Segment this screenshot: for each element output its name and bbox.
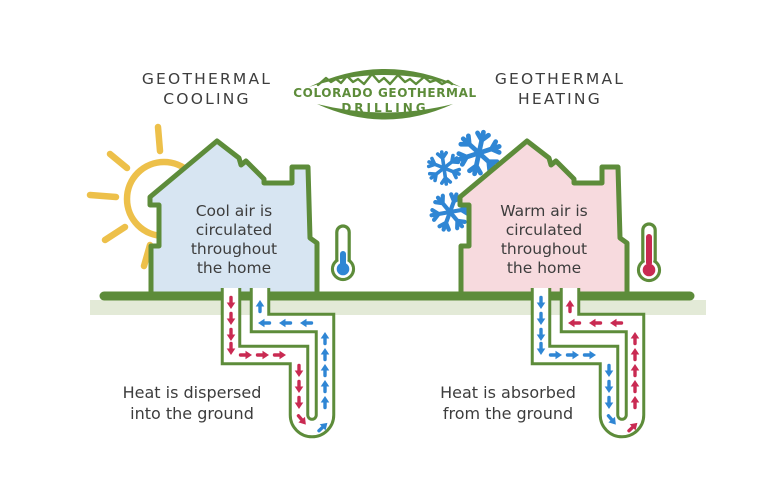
heading-heating: GEOTHERMAL HEATING [495, 70, 625, 108]
cooling-loop [220, 288, 336, 439]
heating-house: Warm air is circulated throughout the ho… [457, 138, 630, 297]
logo-arc-top [309, 69, 461, 87]
house-label-line: Warm air is [500, 202, 587, 220]
logo-name: COLORADO GEOTHERMAL [293, 86, 476, 100]
house-label-line: circulated [506, 221, 582, 239]
logo-arc-bottom [317, 104, 453, 120]
house-label-line: circulated [196, 221, 272, 239]
thermometer-cold-icon [330, 224, 356, 282]
heading-heating-line1: GEOTHERMAL [495, 70, 625, 88]
caption-line: Heat is dispersed [123, 383, 262, 402]
heading-cooling: GEOTHERMAL COOLING [142, 70, 272, 108]
house-label-line: Cool air is [196, 202, 273, 220]
caption-line: into the ground [130, 404, 254, 423]
house-label-line: the home [197, 259, 271, 277]
heating-loop [530, 288, 646, 439]
logo: COLORADO GEOTHERMAL DRILLING [293, 69, 476, 120]
house-label-line: throughout [191, 240, 277, 258]
heading-cooling-line2: COOLING [163, 90, 250, 108]
heating-house-outline [457, 138, 630, 297]
ground-band [90, 300, 706, 315]
house-label-line: the home [507, 259, 581, 277]
thermometer-hot-icon [636, 222, 662, 283]
heading-cooling-line1: GEOTHERMAL [142, 70, 272, 88]
caption-line: from the ground [443, 404, 573, 423]
cooling-house: Cool air is circulated throughout the ho… [147, 138, 320, 297]
logo-subname: DRILLING [341, 101, 428, 115]
cooling-caption: Heat is dispersed into the ground [123, 383, 262, 423]
heating-caption: Heat is absorbed from the ground [440, 383, 576, 423]
snowflake-icon [426, 150, 462, 186]
house-label-line: throughout [501, 240, 587, 258]
cooling-house-outline [147, 138, 320, 297]
caption-line: Heat is absorbed [440, 383, 576, 402]
logo-mountains-icon [316, 72, 454, 87]
heading-heating-line2: HEATING [518, 90, 602, 108]
